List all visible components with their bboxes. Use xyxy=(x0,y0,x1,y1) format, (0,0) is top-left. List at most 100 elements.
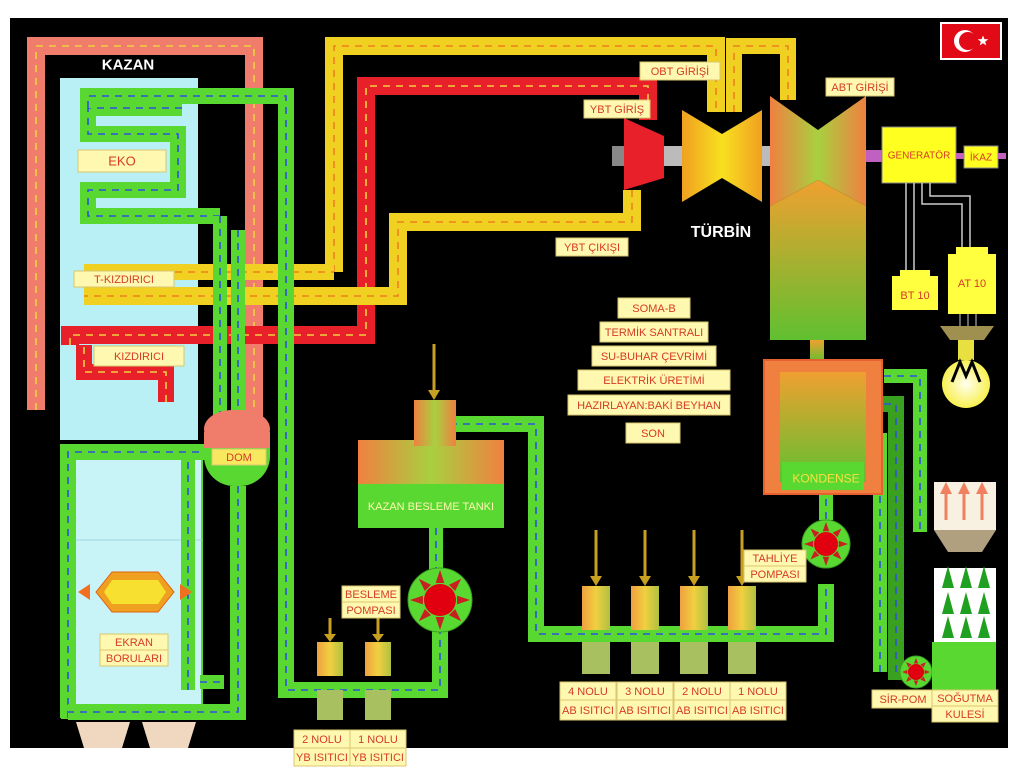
fill-tree xyxy=(942,566,954,588)
menu-button-hazirlayan-label[interactable]: HAZIRLAYAN:BAKİ BEYHAN xyxy=(577,399,721,412)
menu-button-soma-label[interactable]: SOMA-B xyxy=(632,303,675,315)
dom-label: DOM xyxy=(226,452,252,464)
ab-heater-4 xyxy=(582,586,610,630)
menu-button-son[interactable]: SON xyxy=(625,422,681,444)
ybt-giris-box xyxy=(583,99,651,119)
ab1-2-box xyxy=(729,699,787,721)
ab3-2-box xyxy=(616,699,674,721)
abt-girisi-box xyxy=(825,77,895,97)
feed-pump xyxy=(407,567,473,633)
menu-button-elektrik-label[interactable]: ELEKTRİK ÜRETİMİ xyxy=(603,374,704,387)
condenser xyxy=(763,359,883,495)
condensate-pump xyxy=(801,519,851,569)
turbin-label: TÜRBİN xyxy=(691,222,751,241)
ybt-cikisi-label: YBT ÇIKIŞI xyxy=(564,242,620,254)
menu-button-son-box[interactable] xyxy=(625,422,681,444)
menu-button-termik-box[interactable] xyxy=(599,321,709,343)
yb-heater-2 xyxy=(317,642,343,676)
fill-tree xyxy=(942,592,954,614)
menu-button-su_buhar[interactable]: SU-BUHAR ÇEVRİMİ xyxy=(591,345,717,367)
ab-heater-base xyxy=(680,642,708,674)
vapor-arrow-head xyxy=(940,482,952,494)
fill-tree xyxy=(960,566,972,588)
label-layer: KAZANEKOT-KIZDIRICIKIZDIRICIDOMEKRANBORU… xyxy=(73,22,1002,767)
menu-button-soma[interactable]: SOMA-B xyxy=(617,297,691,319)
ash-hopper-2 xyxy=(142,722,196,748)
menu-button-soma-box[interactable] xyxy=(617,297,691,319)
sir-pom-label: SİR-POM xyxy=(879,693,926,706)
menu-button-termik-label[interactable]: TERMİK SANTRALI xyxy=(605,326,703,339)
generator-label: GENERATÖR xyxy=(888,150,951,162)
tahliye-2-label: POMPASI xyxy=(750,569,799,581)
kizdirici-box xyxy=(93,345,185,367)
yb1-2-label: YB ISITICI xyxy=(352,752,404,764)
bt10-transformer xyxy=(892,276,938,310)
turkish-flag xyxy=(940,22,1002,60)
inlet-arrow xyxy=(639,576,651,586)
sogutma-2-label: KULESİ xyxy=(945,708,984,721)
ab1-1-label: 1 NOLU xyxy=(738,686,778,698)
fill-tree xyxy=(960,592,972,614)
cooling-loop-1 xyxy=(884,369,927,532)
besleme-tanki-label: KAZAN BESLEME TANKI xyxy=(368,501,494,513)
eko-coil-flow xyxy=(87,107,220,217)
sogutma-2-box xyxy=(931,705,999,723)
inlet-arrow xyxy=(688,576,700,586)
ip-turbine xyxy=(682,110,762,202)
hp-turbine xyxy=(624,118,664,190)
eko-top-flow xyxy=(87,95,441,691)
t-kizdirici-box xyxy=(73,270,175,288)
ab-heater-base xyxy=(728,642,756,674)
ab2-2-label: AB ISITICI xyxy=(676,705,728,717)
fill-tree xyxy=(978,566,990,588)
ekran-1-label: EKRAN xyxy=(115,637,153,649)
ab4-2-box xyxy=(559,699,617,721)
ab-heater-3 xyxy=(631,586,659,630)
drum-down-flow xyxy=(68,486,239,713)
obt-girisi-label: OBT GİRİŞİ xyxy=(651,65,709,78)
ikaz-label: İKAZ xyxy=(970,151,992,164)
ab4-2-label: AB ISITICI xyxy=(562,705,614,717)
menu-button-elektrik[interactable]: ELEKTRİK ÜRETİMİ xyxy=(577,369,731,391)
generator xyxy=(881,126,957,184)
ab4-1-label: 4 NOLU xyxy=(568,686,608,698)
ekran-2-box xyxy=(99,649,169,667)
fill-tree xyxy=(960,616,972,638)
menu-button-hazirlayan-box[interactable] xyxy=(567,394,731,416)
besleme-pompasi-2-box xyxy=(341,601,401,619)
yb-heater-2-base xyxy=(317,690,343,720)
bt10-label: BT 10 xyxy=(900,290,929,302)
light-bulb xyxy=(942,360,990,408)
ekran-2-label: BORULARI xyxy=(106,653,162,665)
yb-heater-1 xyxy=(365,642,391,676)
heaters xyxy=(317,530,756,720)
fill-tree xyxy=(978,592,990,614)
star-icon xyxy=(977,35,989,46)
boiler-lower xyxy=(61,447,203,719)
besleme-pompasi-1-label: BESLEME xyxy=(345,589,397,601)
vapor-arrow-head xyxy=(958,482,970,494)
menu-button-su_buhar-label[interactable]: SU-BUHAR ÇEVRİMİ xyxy=(601,350,707,363)
circulation-pump xyxy=(899,655,933,689)
menu-button-elektrik-box[interactable] xyxy=(577,369,731,391)
ab3-2-label: AB ISITICI xyxy=(619,705,671,717)
menu-button-hazirlayan[interactable]: HAZIRLAYAN:BAKİ BEYHAN xyxy=(567,394,731,416)
yb2-2-label: YB ISITICI xyxy=(296,752,348,764)
yb2-1-label: 2 NOLU xyxy=(302,734,342,746)
kizdirici-label: KIZDIRICI xyxy=(114,351,164,363)
kazan-label: KAZAN xyxy=(102,56,155,73)
t-kizdirici-label: T-KIZDIRICI xyxy=(94,274,154,286)
tahliye-2-box xyxy=(743,565,807,583)
turbine xyxy=(612,96,902,206)
ybt-cikisi-box xyxy=(555,237,629,257)
sogutma-1-label: SOĞUTMA xyxy=(937,692,993,705)
menu-button-son-label[interactable]: SON xyxy=(641,428,665,440)
tahliye-1-label: TAHLİYE xyxy=(752,552,797,565)
inlet-arrow xyxy=(372,634,384,642)
obt-girisi-box xyxy=(639,61,721,81)
menu-button-termik[interactable]: TERMİK SANTRALI xyxy=(599,321,709,343)
yb1-1-label: 1 NOLU xyxy=(358,734,398,746)
menu-button-su_buhar-box[interactable] xyxy=(591,345,717,367)
boiler-outer-loop-flow xyxy=(35,45,255,420)
